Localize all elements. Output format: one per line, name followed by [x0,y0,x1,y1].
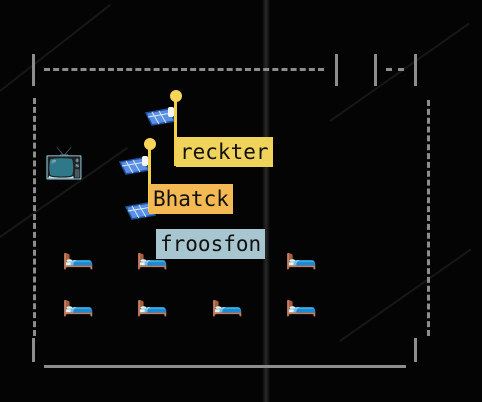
wall-top-mid-left [335,54,338,86]
player-pin-head-reckter [170,90,182,102]
wall-left-top [32,54,35,86]
wall-right-bottom [414,338,417,362]
bed-icon[interactable]: 🛏️ [285,288,318,318]
wall-top-right [386,68,404,71]
player-label-reckter[interactable]: reckter [176,137,273,167]
wall-right [427,100,430,336]
bed-icon[interactable]: 🛏️ [62,288,95,318]
wall-top-mid-right [374,54,377,86]
wall-right-top [414,54,417,86]
bed-icon[interactable]: 🛏️ [285,241,318,271]
solar-bed-icon[interactable] [142,103,177,132]
tv-icon[interactable]: 📺 [44,143,84,181]
center-divider [262,0,270,402]
bed-icon[interactable]: 🛏️ [211,288,244,318]
background-streak [339,248,472,342]
solar-panel-icon [118,156,151,175]
background-streak [0,4,111,92]
bed-icon[interactable]: 🛏️ [62,241,95,271]
player-label-bhatck[interactable]: Bhatck [149,184,233,214]
wall-bottom [44,365,406,368]
wall-left-bottom [32,338,35,362]
solar-panel-icon [144,107,177,126]
background-streak [329,22,470,122]
player-pin-head-bhatck [144,138,156,150]
solar-bed-icon[interactable] [116,152,151,181]
player-label-froosfon[interactable]: froosfon [156,229,266,259]
wall-top [44,68,324,71]
player-pin-reckter [174,100,177,166]
wall-left [33,98,36,336]
bed-icon[interactable]: 🛏️ [136,288,169,318]
player-pin-bhatck [148,146,151,212]
